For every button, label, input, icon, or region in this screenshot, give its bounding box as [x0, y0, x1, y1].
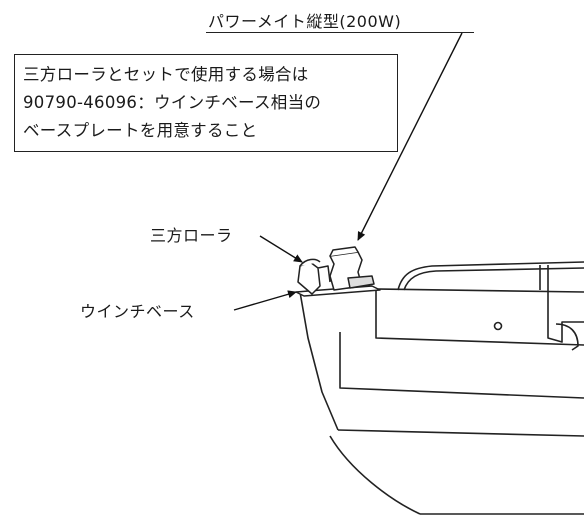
title-label: パワーメイト縦型(200W): [208, 12, 402, 31]
note-line-2: 90790-46096：ウインチベース相当の: [23, 93, 322, 112]
roller-pointer: [259, 235, 303, 263]
roller-label: 三方ローラ: [150, 226, 233, 245]
winch-base-pointer: [233, 290, 297, 311]
note-line-3: ベースプレートを用意すること: [23, 121, 258, 140]
pointer-lines: [233, 32, 463, 311]
three-way-roller: [297, 258, 331, 295]
note-box: 三方ローラとセットで使用する場合は 90790-46096：ウインチベース相当の…: [14, 54, 398, 152]
bow-hull: [299, 261, 584, 515]
title-pointer: [357, 32, 463, 241]
note-line-1: 三方ローラとセットで使用する場合は: [23, 65, 309, 84]
powermate-winch: [329, 246, 375, 291]
winch-base-label: ウインチベース: [80, 302, 195, 321]
title-underline: [206, 32, 474, 33]
